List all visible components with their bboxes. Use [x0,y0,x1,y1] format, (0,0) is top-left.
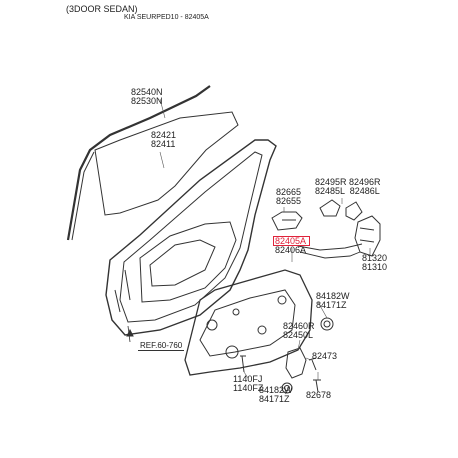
part-label-bolt-right[interactable]: 82473 [312,351,338,361]
handle-base-shape [319,199,341,217]
part-label-screw[interactable]: 82678 [306,390,332,400]
part-label-regulator[interactable]: 82460R 82450L [283,321,315,340]
part-label-handle-base[interactable]: 82495R 82496R 82485L 82486L [315,177,381,196]
vehicle-variant: (3DOOR SEDAN) [66,4,138,14]
regulator-shape [184,269,313,376]
part-label-grommet-lower[interactable]: 84182W 84171Z [259,385,293,404]
window-glass [94,111,239,216]
screw-shape [313,379,321,393]
door-frame [105,139,277,336]
part-label-latch[interactable]: 81320 81310 [362,253,388,272]
latch-shape [354,215,381,257]
grommet-shape [320,317,334,331]
part-label-glass-run[interactable]: 82540N 82530N [131,87,163,106]
regulator-motor [285,347,307,379]
part-label-glass[interactable]: 82421 82411 [151,130,177,149]
highlight-box [273,236,310,246]
breadcrumb: KIA SEURPED10 - 82405A [124,14,209,21]
part-label-rod-other[interactable]: 82406A [275,245,307,255]
outside-handle-shape [271,211,303,231]
grommet-lower-shape [281,382,293,394]
rod-shape [297,243,363,251]
bolt-left-shape [240,355,246,373]
part-label-grommet[interactable]: 84182W 84171Z [316,291,350,310]
part-label-rod-highlighted[interactable]: 82405A [275,236,307,246]
part-label-bolt-left[interactable]: 1140FJ 1140FZ [233,374,264,393]
reference-label[interactable]: REF.60-760 [138,341,185,351]
part-label-outside-handle[interactable]: 82665 82655 [276,187,302,206]
glass-run-channel [66,85,211,241]
